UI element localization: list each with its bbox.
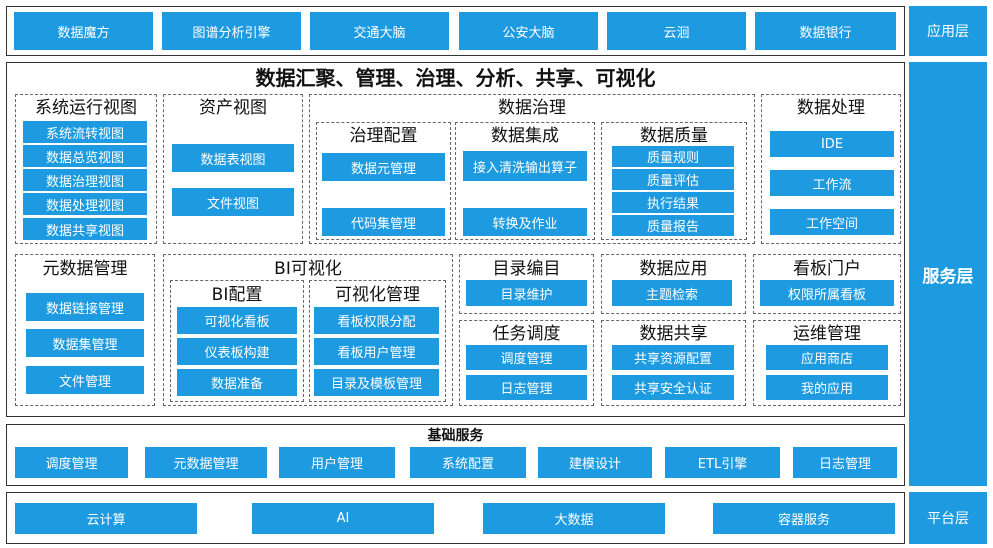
- data-processing-view-button[interactable]: 数据处理视图: [23, 193, 147, 215]
- metadata-title: 元数据管理: [42, 259, 128, 279]
- table-view-button[interactable]: 数据表视图: [172, 144, 294, 172]
- foundation-system-config-button[interactable]: 系统配置: [410, 447, 526, 478]
- bi-config-title: BI配置: [211, 285, 263, 305]
- bi-title: BI可视化: [274, 259, 342, 279]
- governance-title: 数据治理: [498, 98, 566, 118]
- data-app-title: 数据应用: [639, 259, 708, 279]
- data-sharing-view-button[interactable]: 数据共享视图: [23, 218, 147, 240]
- platform-big-data[interactable]: 大数据: [483, 503, 665, 534]
- app-item-police-brain[interactable]: 公安大脑: [459, 12, 598, 50]
- platform-layer-label: 平台层: [909, 492, 987, 544]
- share-security-auth-button[interactable]: 共享安全认证: [612, 375, 734, 400]
- visual-board-button[interactable]: 可视化看板: [177, 307, 297, 334]
- scheduling-title: 任务调度: [492, 324, 561, 344]
- system-view-title: 系统运行视图: [35, 98, 137, 118]
- foundation-title: 基础服务: [427, 428, 484, 444]
- catalog-title: 目录编目: [492, 259, 561, 279]
- board-user-manage-button[interactable]: 看板用户管理: [314, 338, 439, 365]
- governance-config-title: 治理配置: [349, 126, 418, 146]
- data-governance-view-button[interactable]: 数据治理视图: [23, 169, 147, 191]
- app-layer-label: 应用层: [909, 6, 987, 56]
- data-element-manage-button[interactable]: 数据元管理: [322, 153, 445, 181]
- processing-title: 数据处理: [797, 98, 865, 118]
- my-apps-button[interactable]: 我的应用: [766, 375, 888, 400]
- foundation-modeling-button[interactable]: 建模设计: [538, 447, 652, 478]
- service-layer-label: 服务层: [909, 62, 987, 486]
- dashboard-build-button[interactable]: 仪表板构建: [177, 338, 297, 365]
- app-item-data-cube[interactable]: 数据魔方: [14, 12, 153, 50]
- app-item-graph-engine[interactable]: 图谱分析引擎: [162, 12, 301, 50]
- catalog-maintain-button[interactable]: 目录维护: [466, 280, 587, 306]
- file-view-button[interactable]: 文件视图: [172, 188, 294, 216]
- foundation-metadata-button[interactable]: 元数据管理: [145, 447, 267, 478]
- foundation-log-manage-button[interactable]: 日志管理: [793, 447, 897, 478]
- integration-title: 数据集成: [491, 126, 559, 146]
- app-item-traffic-brain[interactable]: 交通大脑: [310, 12, 449, 50]
- data-prepare-button[interactable]: 数据准备: [177, 369, 297, 396]
- platform-container-service[interactable]: 容器服务: [713, 503, 895, 534]
- foundation-user-manage-button[interactable]: 用户管理: [279, 447, 395, 478]
- ops-title: 运维管理: [793, 324, 861, 344]
- platform-ai[interactable]: AI: [252, 503, 434, 534]
- asset-view-title: 资产视图: [199, 98, 267, 118]
- topic-search-button[interactable]: 主题检索: [612, 280, 732, 306]
- bi-manage-title: 可视化管理: [335, 285, 420, 305]
- code-set-manage-button[interactable]: 代码集管理: [322, 208, 445, 236]
- schedule-manage-button[interactable]: 调度管理: [466, 345, 587, 370]
- catalog-template-manage-button[interactable]: 目录及模板管理: [314, 369, 439, 396]
- owned-boards-button[interactable]: 权限所属看板: [760, 280, 894, 306]
- app-store-button[interactable]: 应用商店: [766, 345, 888, 370]
- execution-results-button[interactable]: 执行结果: [612, 192, 734, 213]
- transform-jobs-button[interactable]: 转换及作业: [463, 208, 587, 236]
- data-link-manage-button[interactable]: 数据链接管理: [26, 293, 144, 321]
- dataset-manage-button[interactable]: 数据集管理: [26, 329, 144, 357]
- data-overview-view-button[interactable]: 数据总览视图: [23, 145, 147, 167]
- quality-title: 数据质量: [640, 126, 708, 146]
- quality-assessment-button[interactable]: 质量评估: [612, 169, 734, 190]
- quality-report-button[interactable]: 质量报告: [612, 215, 734, 236]
- app-item-cloud[interactable]: 云洄: [607, 12, 746, 50]
- log-manage-button[interactable]: 日志管理: [466, 375, 587, 400]
- service-layer-title: 数据汇聚、管理、治理、分析、共享、可视化: [255, 66, 656, 90]
- quality-rules-button[interactable]: 质量规则: [612, 146, 734, 167]
- ide-button[interactable]: IDE: [770, 131, 894, 157]
- workspace-button[interactable]: 工作空间: [770, 209, 894, 235]
- board-permission-button[interactable]: 看板权限分配: [314, 307, 439, 334]
- foundation-etl-engine-button[interactable]: ETL引擎: [665, 447, 780, 478]
- platform-cloud-computing[interactable]: 云计算: [15, 503, 197, 534]
- workflow-button[interactable]: 工作流: [770, 170, 894, 196]
- dashboard-portal-title: 看板门户: [793, 259, 861, 279]
- foundation-schedule-button[interactable]: 调度管理: [15, 447, 128, 478]
- file-manage-button[interactable]: 文件管理: [26, 366, 144, 394]
- sharing-title: 数据共享: [639, 324, 708, 344]
- app-item-data-bank[interactable]: 数据银行: [755, 12, 896, 50]
- ingest-clean-output-operator-button[interactable]: 接入清洗输出算子: [463, 151, 587, 181]
- system-flow-view-button[interactable]: 系统流转视图: [23, 121, 147, 143]
- share-resource-config-button[interactable]: 共享资源配置: [612, 345, 734, 370]
